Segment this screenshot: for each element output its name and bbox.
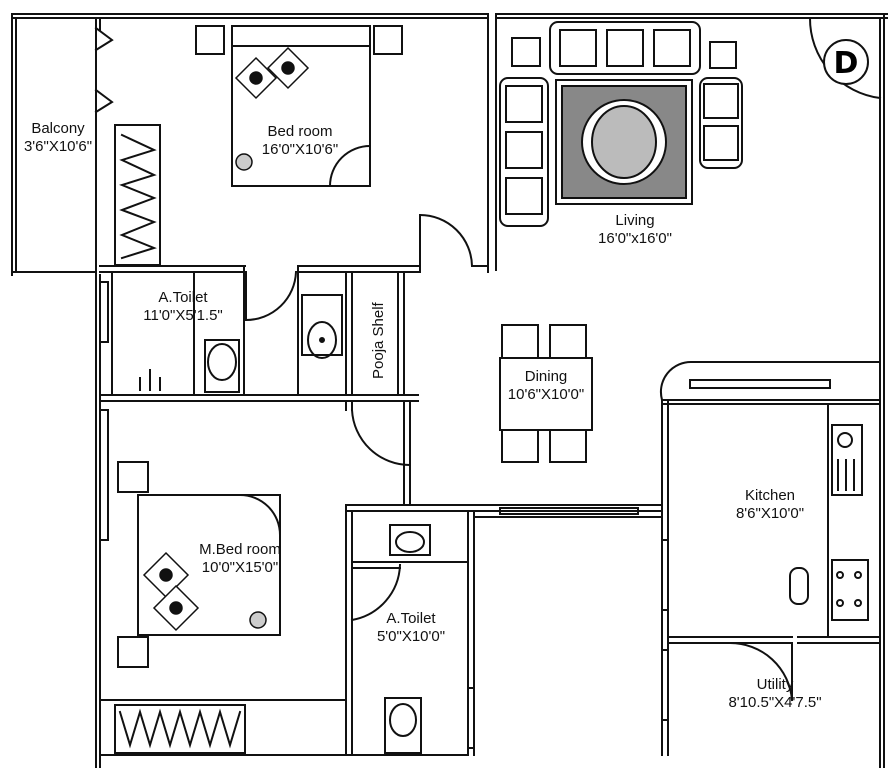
toilet1-name: A.Toilet: [158, 289, 208, 306]
dining-label: Dining 10'6"X10'0": [496, 368, 596, 404]
living-size: 16'0"x16'0": [598, 230, 672, 247]
balcony-label: Balcony 3'6"X10'6": [18, 120, 98, 156]
toilet2-size: 5'0"X10'0": [376, 628, 446, 645]
living-sofas: [499, 21, 743, 227]
kitchen-name: Kitchen: [744, 487, 796, 504]
toilet2-walls: [350, 510, 475, 756]
bedroom-bed: [195, 25, 403, 188]
mbedroom-name: M.Bed room: [199, 541, 281, 558]
bedroom-label: Bed room 16'0"X10'6": [240, 123, 360, 159]
toilet1-size: 11'0"X5'1.5": [143, 307, 223, 324]
outer-walls: [11, 13, 888, 768]
mbedroom-lamps: [142, 551, 267, 632]
bedroom-walls: [99, 13, 497, 281]
kitchen-label: Kitchen 8'6"X10'0": [720, 487, 820, 523]
entry-label: D: [834, 46, 859, 81]
balcony-walls: [94, 17, 114, 271]
mbedroom-walls: [99, 400, 469, 756]
living-name: Living: [615, 212, 655, 229]
utility-size: 8'10.5"X4'7.5": [728, 694, 822, 711]
bedroom-lamps: [234, 46, 310, 171]
living-label: Living 16'0"x16'0": [575, 212, 695, 248]
mbedroom-label: M.Bed room 10'0"X15'0": [180, 541, 300, 577]
dining-kitchen-walls: [409, 360, 881, 756]
bedroom-size: 16'0"X10'6": [261, 141, 339, 158]
pooja-shelf-label: Pooja Shelf: [370, 302, 387, 379]
bedroom-name: Bed room: [267, 123, 333, 140]
utility-name: Utility: [756, 676, 794, 693]
balcony-size: 3'6"X10'6": [23, 138, 93, 155]
mbedroom-size: 10'0"X15'0": [201, 559, 279, 576]
toilet1-label: A.Toilet 11'0"X5'1.5": [128, 289, 238, 325]
dining-size: 10'6"X10'0": [507, 386, 585, 403]
toilet1-walls: [99, 270, 419, 402]
balcony-name: Balcony: [31, 120, 85, 137]
wardrobe-bedroom: [114, 124, 161, 266]
living-rug: [555, 79, 693, 205]
utility-label: Utility 8'10.5"X4'7.5": [715, 676, 835, 712]
kitchen-size: 8'6"X10'0": [735, 505, 805, 522]
dining-table: [499, 324, 593, 463]
dining-name: Dining: [524, 368, 568, 385]
toilet2-name: A.Toilet: [386, 610, 436, 627]
toilet2-label: A.Toilet 5'0"X10'0": [366, 610, 456, 646]
entry-door: [808, 16, 882, 100]
